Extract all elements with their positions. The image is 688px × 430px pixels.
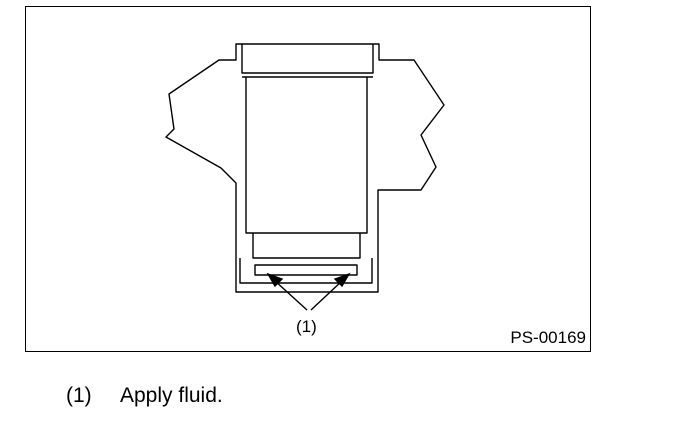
main-bore [245,77,368,234]
callout-leader-right [310,279,344,311]
arrowhead-left [266,272,284,288]
lower-bore [252,233,361,259]
legend-text: Apply fluid. [120,384,223,407]
bore-top-rim [241,44,374,74]
part-diagram [165,43,445,311]
legend-item: (1) Apply fluid. [66,383,223,409]
figure-id: PS-00169 [510,328,586,347]
callout-label: (1) [296,317,317,336]
housing-outline [165,43,445,293]
legend-number: (1) [66,384,92,407]
figure-frame: (1) PS-00169 [25,6,591,352]
arrowhead-right [333,272,351,288]
callout-leader-left [273,279,308,311]
bottom-pocket-inner [254,264,358,276]
bottom-pocket [239,258,373,284]
